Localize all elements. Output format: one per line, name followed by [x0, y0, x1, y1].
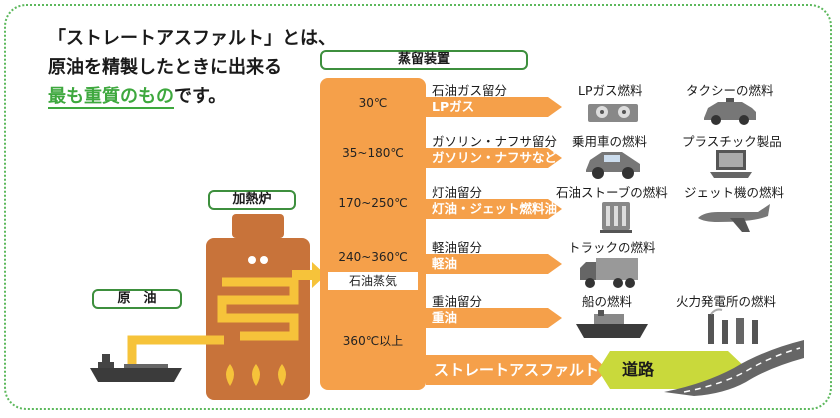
temp-4: 240~360℃	[338, 250, 408, 264]
road-icon	[664, 340, 804, 396]
fraction-name-3: 灯油留分	[432, 185, 483, 200]
product-arrow-5: 重油	[426, 308, 562, 328]
intro-line-3-rest: です。	[174, 86, 227, 107]
use-plastic-products: プラスチック製品	[682, 134, 782, 149]
use-taxi-fuel: タクシーの燃料	[686, 83, 774, 98]
use-stove-fuel: 石油ストーブの燃料	[556, 185, 668, 200]
gas-stove-icon	[588, 104, 638, 122]
oil-stove-icon	[600, 202, 632, 233]
truck-icon	[580, 258, 638, 288]
product-label-5: 重油	[432, 310, 458, 325]
product-label-1: LPガス	[432, 99, 475, 114]
ship-icon	[576, 310, 648, 338]
temp-5: 360℃以上	[342, 334, 404, 348]
product-arrow-4: 軽油	[426, 254, 562, 274]
use-jet-fuel: ジェット機の燃料	[684, 185, 785, 200]
use-lpg-fuel: LPガス燃料	[578, 83, 643, 98]
product-label-3: 灯油・ジェット燃料油	[432, 201, 558, 216]
product-arrow-1: LPガス	[426, 97, 562, 117]
dotted-frame	[4, 4, 832, 410]
use-truck-fuel: トラックの燃料	[568, 240, 656, 255]
intro-line-3: 最も重質のものです。	[48, 82, 336, 111]
distillation-label: 蒸留装置	[320, 50, 528, 70]
furnace-icon	[206, 214, 310, 400]
fraction-name-1: 石油ガス留分	[432, 83, 508, 98]
intro-text: 「ストレートアスファルト」とは、 原油を精製したときに出来る 最も重質のものです…	[48, 24, 336, 111]
product-arrow-2: ガソリン・ナフサなど	[426, 148, 562, 168]
fraction-name-5: 重油留分	[432, 294, 483, 309]
product-arrow-3: 灯油・ジェット燃料油	[426, 199, 562, 219]
fraction-name-4: 軽油留分	[432, 240, 483, 255]
product-label-4: 軽油	[432, 256, 458, 271]
fraction-name-2: ガソリン・ナフサ留分	[432, 134, 558, 149]
taxi-icon	[704, 98, 756, 125]
intro-line-1: 「ストレートアスファルト」とは、	[48, 28, 336, 49]
intro-highlight: 最も重質のもの	[48, 86, 174, 109]
temp-1: 30℃	[358, 96, 388, 110]
use-car-fuel: 乗用車の燃料	[572, 134, 648, 149]
straight-asphalt-arrow: ストレートアスファルト	[426, 355, 608, 385]
oil-vapor-label: 石油蒸気	[328, 272, 418, 290]
furnace-to-tower-arrow	[292, 262, 326, 288]
road-label: 道路	[622, 360, 655, 379]
distillation-tower	[320, 78, 426, 390]
use-power-plant-fuel: 火力発電所の燃料	[676, 294, 777, 309]
intro-line-2: 原油を精製したときに出来る	[48, 57, 282, 78]
temp-3: 170~250℃	[338, 196, 408, 210]
temp-2: 35~180℃	[342, 146, 404, 160]
power-plant-icon	[708, 308, 758, 344]
furnace-label: 加熱炉	[208, 190, 296, 210]
product-label-2: ガソリン・ナフサなど	[432, 150, 558, 165]
straight-asphalt-label: ストレートアスファルト	[434, 361, 600, 379]
crude-oil-label: 原 油	[92, 289, 182, 309]
use-ship-fuel: 船の燃料	[582, 294, 633, 309]
car-icon	[586, 152, 640, 179]
tanker-ship-icon	[90, 354, 182, 382]
laptop-icon	[710, 150, 752, 178]
jet-plane-icon	[698, 204, 770, 232]
crude-pipe	[127, 335, 224, 366]
